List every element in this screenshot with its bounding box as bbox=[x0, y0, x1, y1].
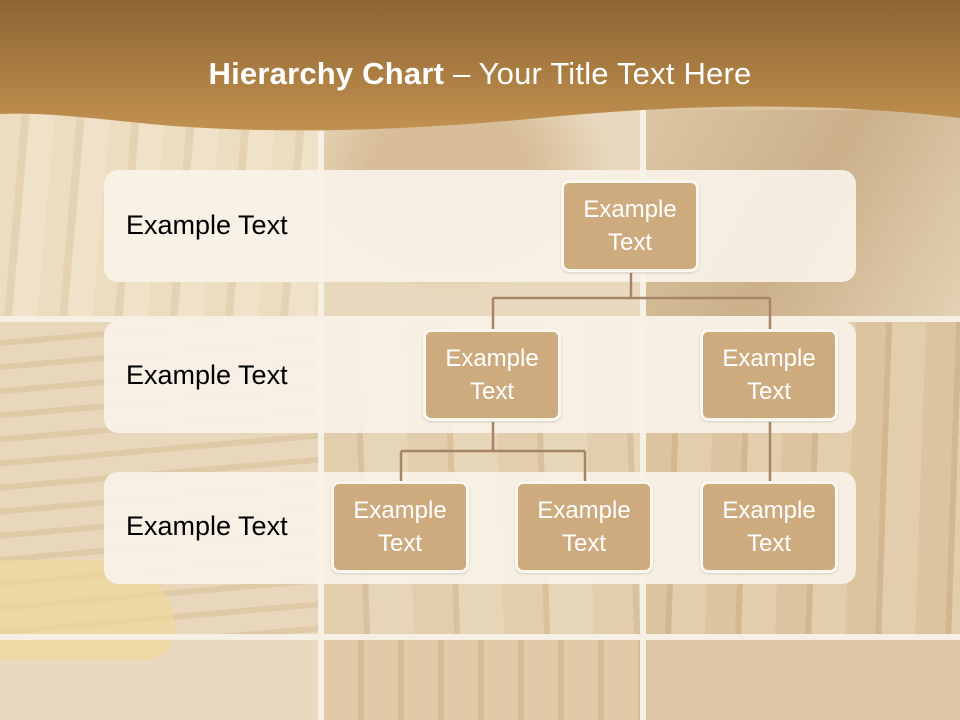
title-rest: – Your Title Text Here bbox=[444, 56, 752, 91]
connector-root-children bbox=[491, 273, 772, 330]
bg-divider bbox=[0, 634, 960, 640]
bg-tile bbox=[646, 640, 960, 720]
header-band: Hierarchy Chart – Your Title Text Here bbox=[0, 0, 960, 150]
title-bold: Hierarchy Chart bbox=[208, 56, 445, 91]
row-label-1: Example Text bbox=[126, 210, 288, 240]
bg-divider bbox=[0, 316, 960, 322]
header-wave bbox=[0, 0, 960, 131]
connector-left-children bbox=[399, 422, 587, 482]
page-title: Hierarchy Chart – Your Title Text Here bbox=[0, 56, 960, 92]
row-label-2: Example Text bbox=[126, 360, 288, 390]
bg-tile bbox=[324, 640, 640, 720]
row-label-3: Example Text bbox=[126, 511, 288, 541]
row-band-1 bbox=[104, 170, 856, 282]
